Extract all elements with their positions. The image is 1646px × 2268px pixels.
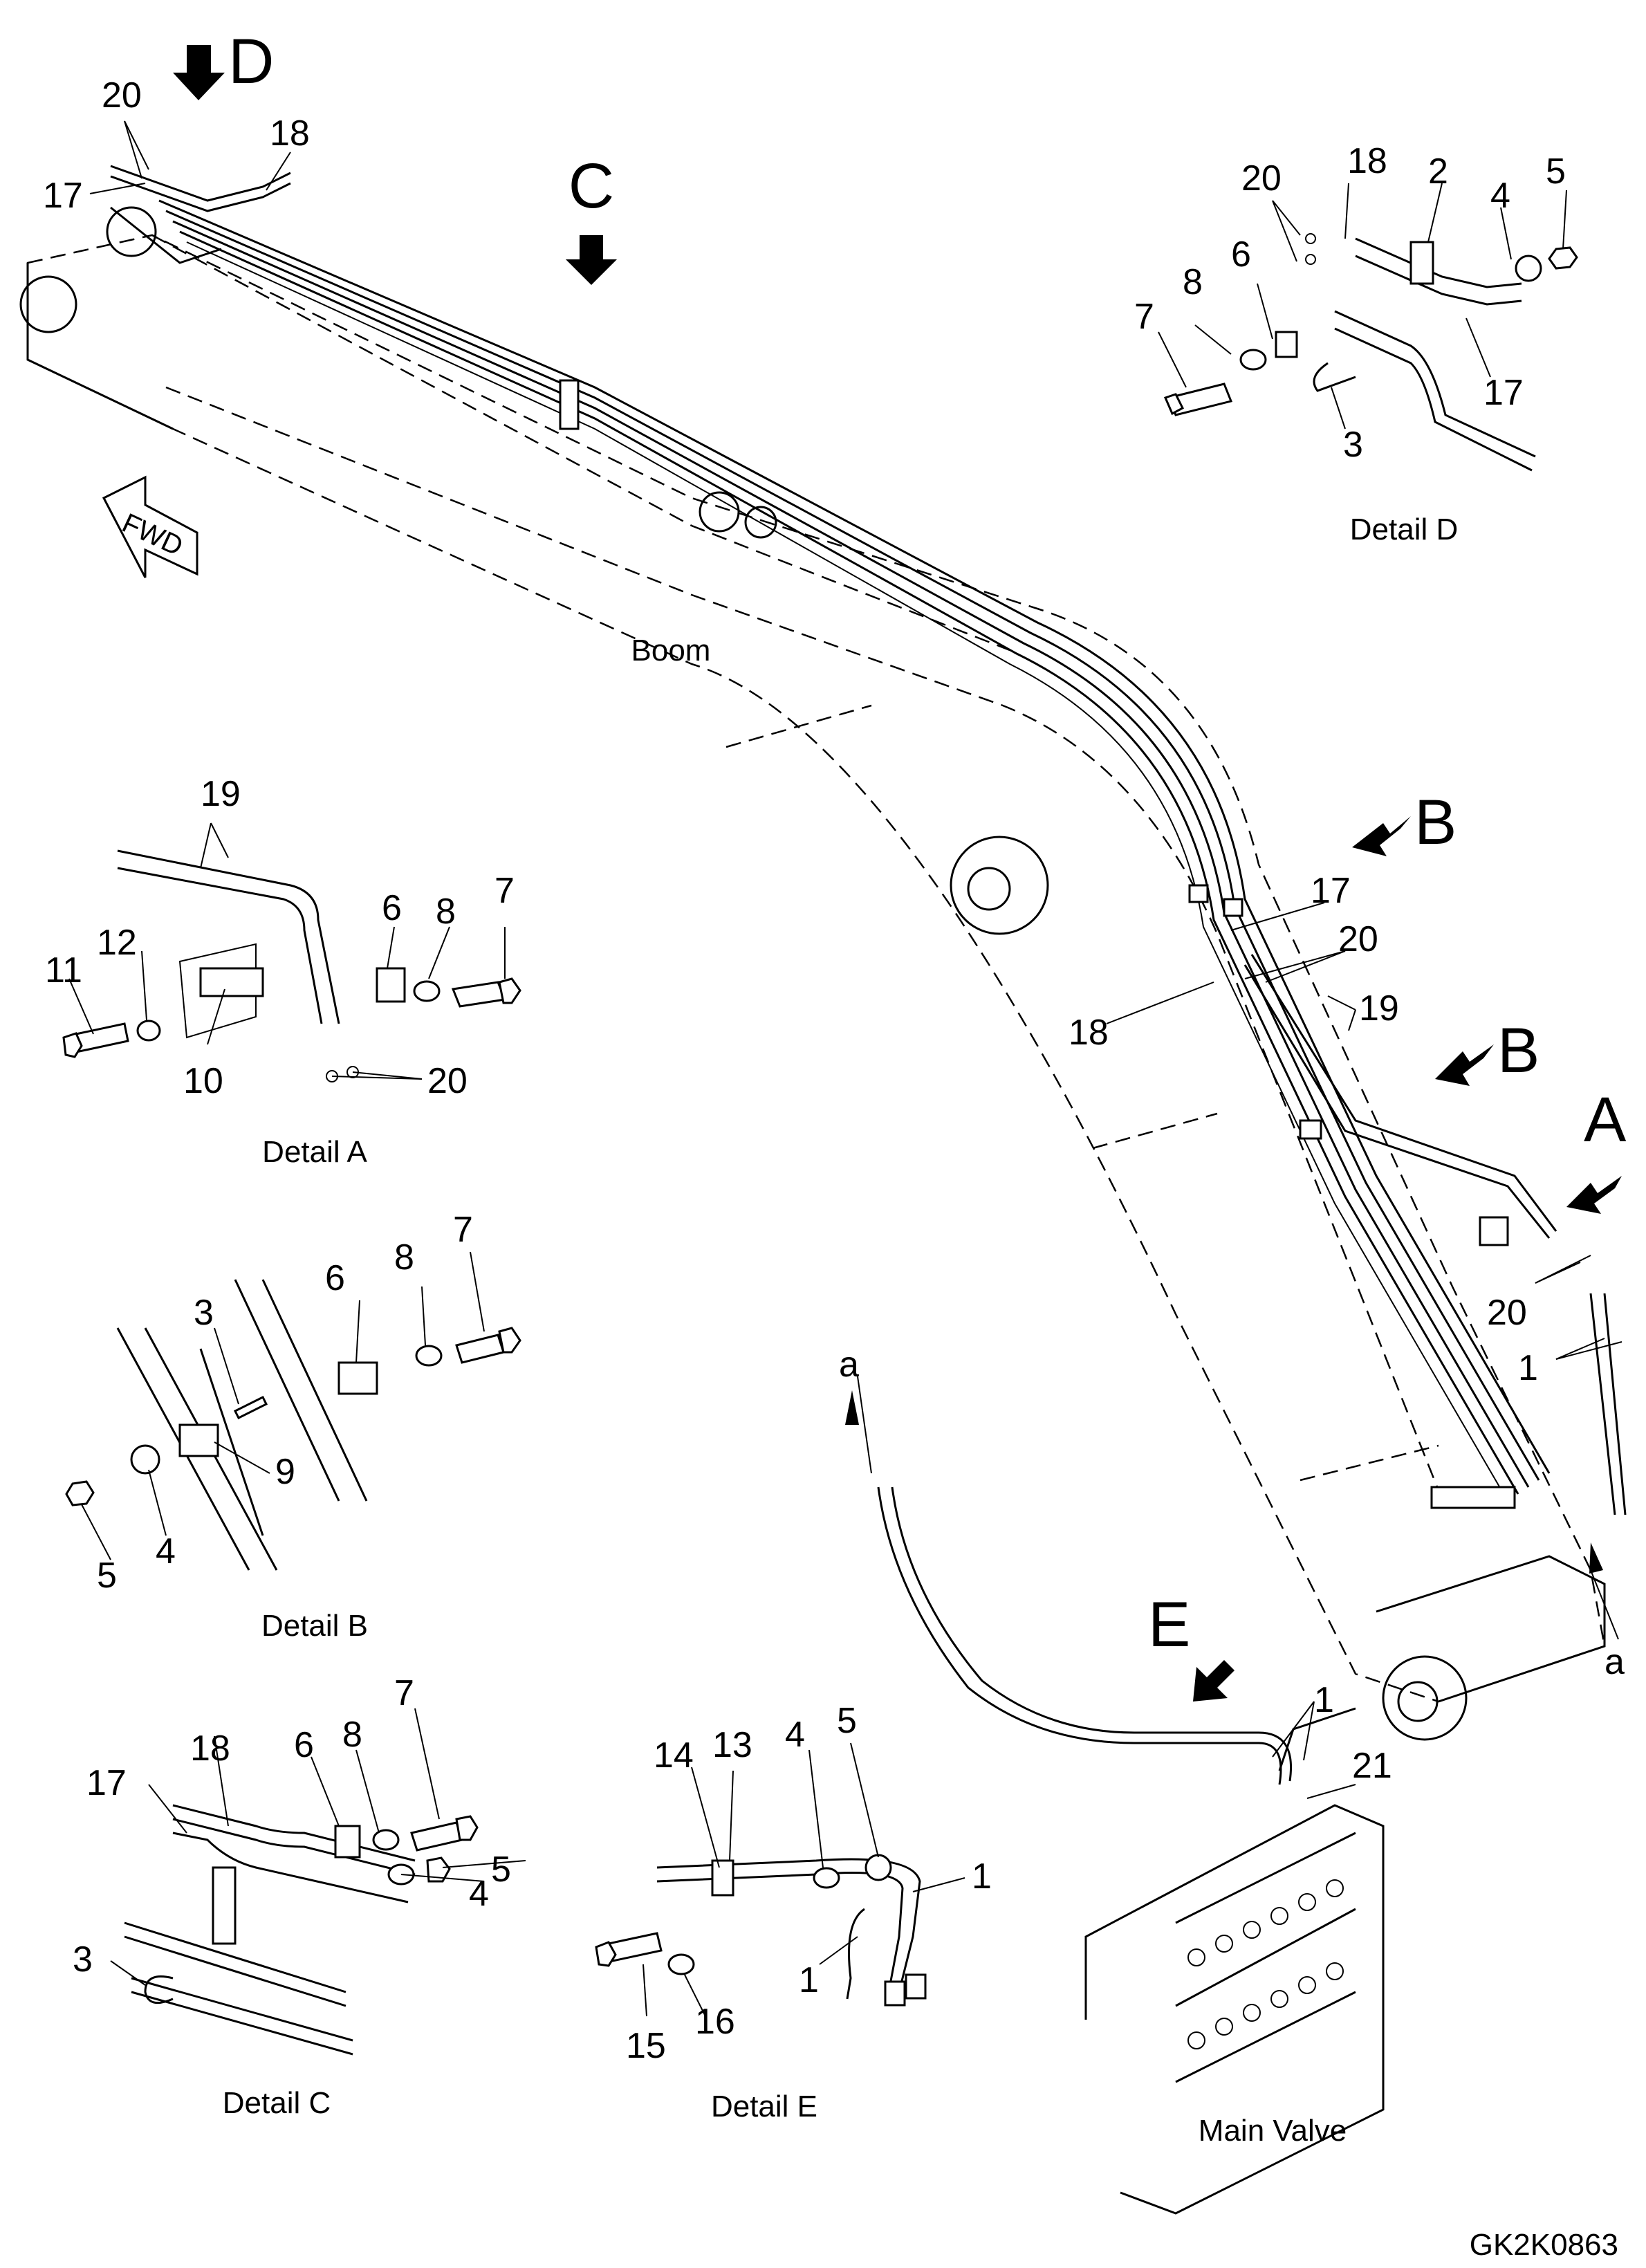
small-a-right: a <box>1605 1642 1625 1682</box>
boom-hydraulic-lines <box>110 165 1557 1509</box>
part-label: 16 <box>695 2002 735 2042</box>
drawing-code: GK2K0863 <box>1470 2228 1618 2262</box>
detail-a-drawing <box>62 849 521 1082</box>
part-label: 17 <box>1483 373 1524 413</box>
part-label: 18 <box>270 113 310 154</box>
part-label: 20 <box>102 75 142 116</box>
part-label: 7 <box>394 1673 414 1713</box>
view-letter-a: A <box>1584 1085 1627 1155</box>
part-label: 18 <box>190 1728 230 1769</box>
detail-a-caption: Detail A <box>262 1135 367 1169</box>
detail-d-caption: Detail D <box>1350 513 1459 546</box>
view-letter-b-2: B <box>1497 1015 1539 1086</box>
part-label: 6 <box>382 888 402 928</box>
detail-c-drawing <box>124 1804 479 2056</box>
part-label: 19 <box>201 774 241 814</box>
fwd-arrow-icon <box>102 475 198 578</box>
part-label: 6 <box>1231 234 1251 275</box>
part-label: 17 <box>86 1763 127 1803</box>
part-label: 17 <box>43 176 83 216</box>
boom-caption: Boom <box>631 634 711 667</box>
part-label: 1 <box>799 1960 819 2000</box>
view-b-arrow-2 <box>1435 1044 1494 1086</box>
detail-b-caption: Detail B <box>261 1609 368 1643</box>
boom-outline <box>19 206 1606 1741</box>
part-label: 19 <box>1359 988 1399 1029</box>
part-label: 11 <box>45 950 82 990</box>
part-label: 18 <box>1347 141 1387 181</box>
part-label: 15 <box>626 2026 666 2066</box>
part-label: 10 <box>183 1061 223 1101</box>
part-label: 4 <box>469 1874 489 1914</box>
part-label: 2 <box>1428 151 1448 192</box>
view-letter-c: C <box>568 151 614 221</box>
part-label: 1 <box>1314 1680 1334 1720</box>
hose-a-to-valve <box>857 1293 1627 1785</box>
view-letter-d: D <box>228 26 274 97</box>
view-arrows <box>102 45 1622 1702</box>
part-label: 8 <box>436 892 456 932</box>
part-label: 20 <box>1241 158 1282 199</box>
detail-e-caption: Detail E <box>711 2090 817 2123</box>
detail-e-drawing <box>595 1854 927 2007</box>
detail-b-drawing <box>65 1279 521 1571</box>
view-letter-b-1: B <box>1414 787 1457 858</box>
small-a-left: a <box>839 1345 859 1385</box>
part-label: 1 <box>972 1856 992 1897</box>
a-arrow-left <box>845 1390 859 1425</box>
part-label: 5 <box>491 1850 511 1890</box>
part-label: 12 <box>97 923 137 963</box>
view-a-arrow <box>1566 1176 1622 1214</box>
part-label: 6 <box>294 1725 314 1765</box>
detail-d-drawing <box>1163 233 1578 472</box>
part-label: 8 <box>1183 262 1203 302</box>
part-label: 8 <box>342 1715 362 1755</box>
part-label: 4 <box>785 1715 805 1755</box>
view-b-arrow-1 <box>1352 816 1411 856</box>
part-label: 3 <box>73 1939 93 1980</box>
part-label: 14 <box>654 1735 694 1776</box>
part-label: 7 <box>1134 297 1154 337</box>
part-label: 3 <box>194 1293 214 1333</box>
part-label: 8 <box>394 1237 414 1278</box>
part-label: 7 <box>453 1210 473 1250</box>
part-label: 20 <box>427 1061 468 1101</box>
main-valve-caption: Main Valve <box>1199 2114 1347 2148</box>
part-label: 4 <box>1490 176 1510 216</box>
leader-lines <box>68 120 1622 2017</box>
view-letter-e: E <box>1148 1589 1190 1660</box>
view-d-arrow <box>173 45 225 100</box>
part-label: 13 <box>712 1725 752 1765</box>
part-label: 20 <box>1338 919 1378 959</box>
part-label: 17 <box>1311 871 1351 911</box>
part-label: 7 <box>494 871 515 911</box>
part-label: 18 <box>1069 1013 1109 1053</box>
view-c-arrow <box>566 235 617 285</box>
view-letters: D C B B A E a a <box>228 26 1627 1682</box>
part-label: 9 <box>275 1452 295 1492</box>
part-label: 6 <box>325 1258 345 1298</box>
part-label: 4 <box>156 1531 176 1571</box>
part-label: 5 <box>837 1701 857 1741</box>
view-e-arrow <box>1193 1660 1234 1702</box>
part-label: 1 <box>1518 1348 1538 1388</box>
part-number-labels: 20 17 18 20 18 2 4 5 6 8 7 17 3 17 20 19… <box>43 75 1566 2066</box>
part-label: 20 <box>1487 1293 1527 1333</box>
part-label: 5 <box>97 1556 117 1596</box>
part-label: 5 <box>1546 151 1566 192</box>
detail-c-caption: Detail C <box>223 2086 331 2120</box>
a-arrow-right <box>1589 1542 1603 1574</box>
part-label: 21 <box>1352 1746 1392 1786</box>
part-label: 3 <box>1343 425 1363 465</box>
